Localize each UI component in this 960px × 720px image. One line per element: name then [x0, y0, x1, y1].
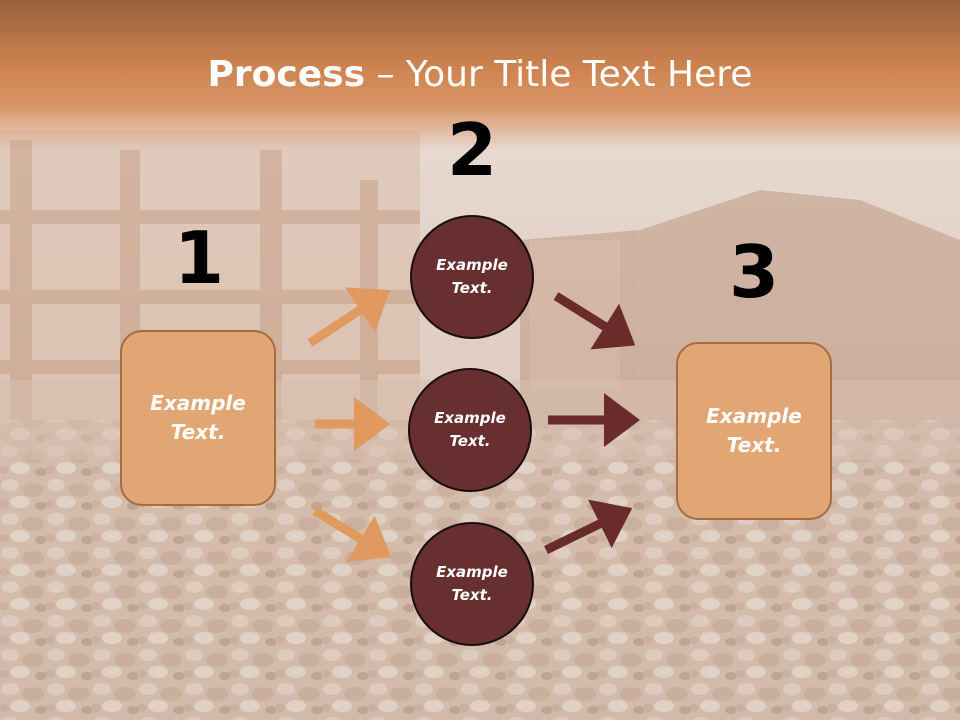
arrow-left-to-top [307, 287, 391, 347]
circle-middle[interactable]: Example Text. [408, 368, 532, 492]
title-rest: – Your Title Text Here [365, 54, 753, 95]
arrow-bottom-to-right [544, 499, 633, 555]
right-box-label: Example Text. [706, 404, 802, 457]
slide-title: Process – Your Title Text Here [0, 52, 960, 98]
circle-top-label: Example Text. [436, 256, 508, 297]
right-text-box[interactable]: Example Text. [676, 342, 832, 520]
circle-bottom[interactable]: Example Text. [410, 522, 534, 646]
step-number-3: 3 [728, 230, 780, 314]
arrow-left-to-bottom [312, 507, 392, 562]
step-number-2: 2 [446, 108, 498, 192]
left-box-label: Example Text. [150, 391, 246, 444]
step-number-1: 1 [173, 216, 225, 300]
arrow-top-to-right [553, 292, 636, 350]
circle-top[interactable]: Example Text. [410, 215, 534, 339]
left-text-box[interactable]: Example Text. [120, 330, 276, 506]
circle-middle-label: Example Text. [434, 409, 506, 450]
title-band [0, 0, 960, 150]
title-bold: Process [207, 54, 366, 95]
circle-bottom-label: Example Text. [436, 563, 508, 604]
